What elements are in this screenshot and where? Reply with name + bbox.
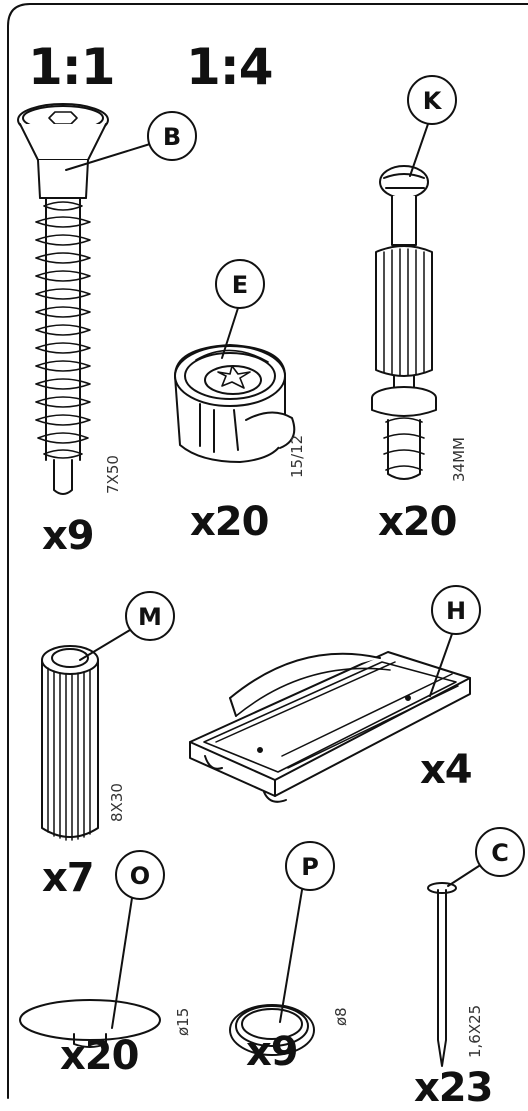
callout-e-circle: [215, 259, 265, 309]
callout-e-label: E: [232, 271, 248, 299]
callout-o-label: O: [130, 862, 150, 890]
quantity-p: x9: [246, 1029, 299, 1075]
callout-k-label: K: [423, 87, 443, 115]
quantity-o: x20: [60, 1033, 139, 1079]
quantity-b: x9: [42, 513, 95, 559]
quantity-h: x4: [420, 747, 473, 793]
callout-m-circle: [125, 591, 175, 641]
callout-k-circle: [407, 75, 457, 125]
page-frame: [7, 3, 528, 1099]
part-h-plate-drawing: [189, 651, 471, 803]
callout-b-circle: [147, 111, 197, 161]
callout-o-circle: [115, 850, 165, 900]
callout-b-label: B: [163, 123, 181, 151]
part-b-screw-drawing: [17, 103, 109, 495]
part-k-bolt-drawing: [371, 165, 437, 480]
callout-p-label: P: [301, 853, 319, 881]
scale-label-1-1: 1:1: [28, 38, 116, 96]
dimension-m: 8X30: [108, 783, 126, 822]
callout-p-circle: [285, 841, 335, 891]
quantity-e: x20: [190, 499, 269, 545]
callout-m-label: M: [138, 603, 162, 631]
part-p-cap-drawing: [229, 1004, 315, 1056]
part-m-dowel-drawing: [41, 645, 99, 841]
part-o-cap-drawing: [19, 999, 161, 1048]
quantity-k: x20: [378, 499, 457, 545]
callout-c-circle: [475, 827, 525, 877]
dimension-p: ø8: [332, 1007, 350, 1026]
part-c-nail-drawing: [427, 882, 457, 1067]
dimension-c: 1,6X25: [466, 1004, 484, 1058]
callout-c-label: C: [491, 839, 509, 867]
dimension-e: 15/12: [288, 434, 306, 478]
callout-h-label: H: [446, 597, 466, 625]
callout-h-circle: [431, 585, 481, 635]
quantity-c: x23: [414, 1065, 493, 1111]
scale-label-1-4: 1:4: [186, 38, 274, 96]
quantity-m: x7: [42, 855, 95, 901]
dimension-k: 34MM: [450, 437, 468, 482]
dimension-b: 7X50: [104, 455, 122, 494]
dimension-o: ø15: [174, 1007, 192, 1036]
callouts: B E K M H C O P: [65, 75, 525, 1029]
part-e-cam-drawing: [174, 344, 296, 463]
